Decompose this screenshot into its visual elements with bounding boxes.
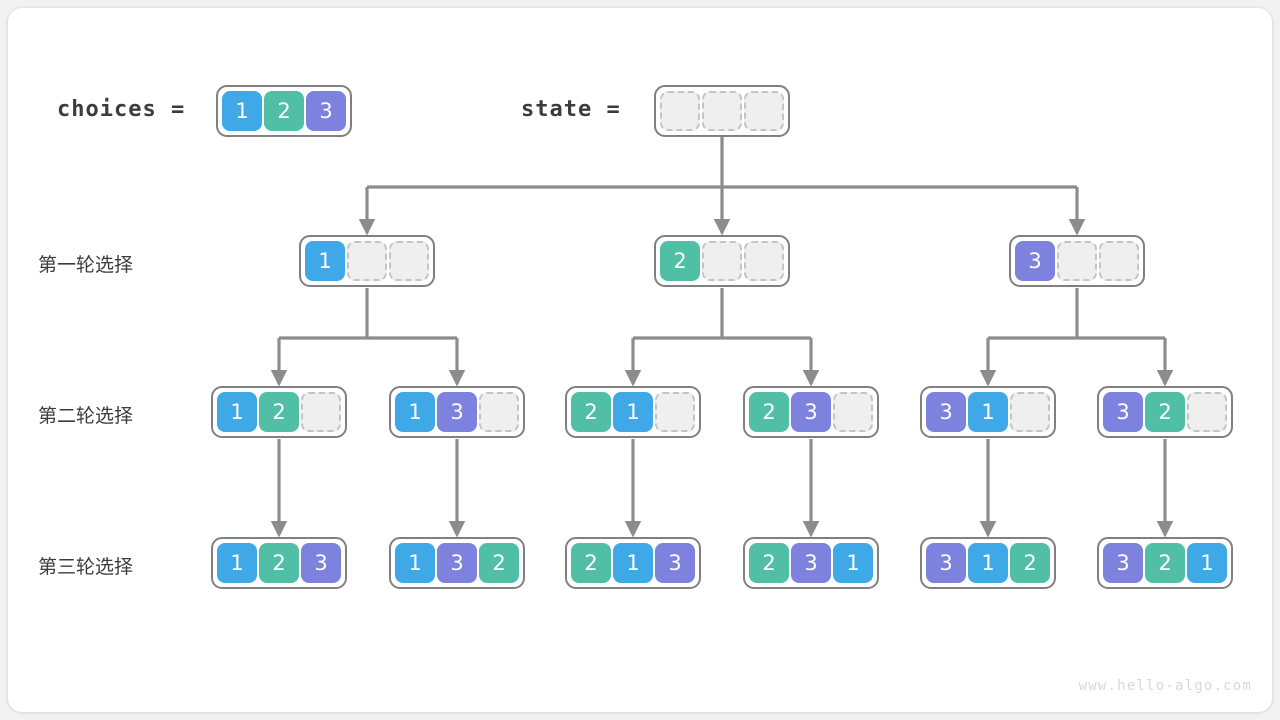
array-cell-filled: 1: [968, 543, 1008, 583]
array-cell-filled: 3: [1103, 543, 1143, 583]
array-cell-filled: 2: [479, 543, 519, 583]
round-1-node-2: 2: [654, 235, 790, 287]
array-cell-filled: 1: [395, 543, 435, 583]
array-cell-filled: 1: [1187, 543, 1227, 583]
row-label-round-3: 第三轮选择: [38, 556, 134, 578]
array-cell-empty: [389, 241, 429, 281]
array-cell-empty: [833, 392, 873, 432]
array-cell-empty: [744, 241, 784, 281]
array-cell-filled: 1: [222, 91, 262, 131]
watermark: www.hello-algo.com: [1078, 678, 1252, 694]
array-cell-filled: 3: [926, 543, 966, 583]
array-cell-filled: 3: [791, 392, 831, 432]
array-cell-filled: 1: [217, 392, 257, 432]
array-cell-filled: 2: [259, 392, 299, 432]
array-cell-empty: [1010, 392, 1050, 432]
round-1-node-1: 1: [299, 235, 435, 287]
array-cell-empty: [660, 91, 700, 131]
array-cell-filled: 1: [217, 543, 257, 583]
diagram-card: [8, 8, 1272, 712]
array-cell-filled: 3: [1015, 241, 1055, 281]
array-cell-empty: [655, 392, 695, 432]
array-cell-filled: 3: [1103, 392, 1143, 432]
row-label-round-1: 第一轮选择: [38, 254, 134, 276]
array-cell-filled: 3: [437, 543, 477, 583]
round-1-node-3: 3: [1009, 235, 1145, 287]
row-label-round-2: 第二轮选择: [38, 405, 134, 427]
array-cell-empty: [301, 392, 341, 432]
array-cell-filled: 3: [655, 543, 695, 583]
array-cell-filled: 1: [613, 543, 653, 583]
array-cell-filled: 3: [926, 392, 966, 432]
array-cell-filled: 1: [613, 392, 653, 432]
choices-label: choices =: [57, 97, 186, 122]
array-cell-filled: 3: [306, 91, 346, 131]
array-cell-filled: 2: [259, 543, 299, 583]
array-cell-empty: [479, 392, 519, 432]
array-cell-filled: 1: [395, 392, 435, 432]
array-cell-filled: 1: [305, 241, 345, 281]
array-cell-empty: [744, 91, 784, 131]
array-cell-empty: [1187, 392, 1227, 432]
array-cell-empty: [347, 241, 387, 281]
array-cell-filled: 1: [833, 543, 873, 583]
array-cell-filled: 2: [264, 91, 304, 131]
array-cell-filled: 1: [968, 392, 1008, 432]
array-cell-filled: 2: [749, 543, 789, 583]
array-cell-filled: 3: [437, 392, 477, 432]
array-cell-filled: 2: [1145, 543, 1185, 583]
array-cell-filled: 2: [660, 241, 700, 281]
array-cell-filled: 2: [571, 392, 611, 432]
array-cell-filled: 2: [1145, 392, 1185, 432]
array-cell-filled: 2: [1010, 543, 1050, 583]
state-array: [654, 85, 790, 137]
array-cell-filled: 2: [749, 392, 789, 432]
array-cell-empty: [1057, 241, 1097, 281]
array-cell-empty: [1099, 241, 1139, 281]
array-cell-empty: [702, 241, 742, 281]
array-cell-filled: 3: [791, 543, 831, 583]
state-label: state =: [521, 97, 621, 122]
array-cell-filled: 2: [571, 543, 611, 583]
array-cell-filled: 3: [301, 543, 341, 583]
array-cell-empty: [702, 91, 742, 131]
